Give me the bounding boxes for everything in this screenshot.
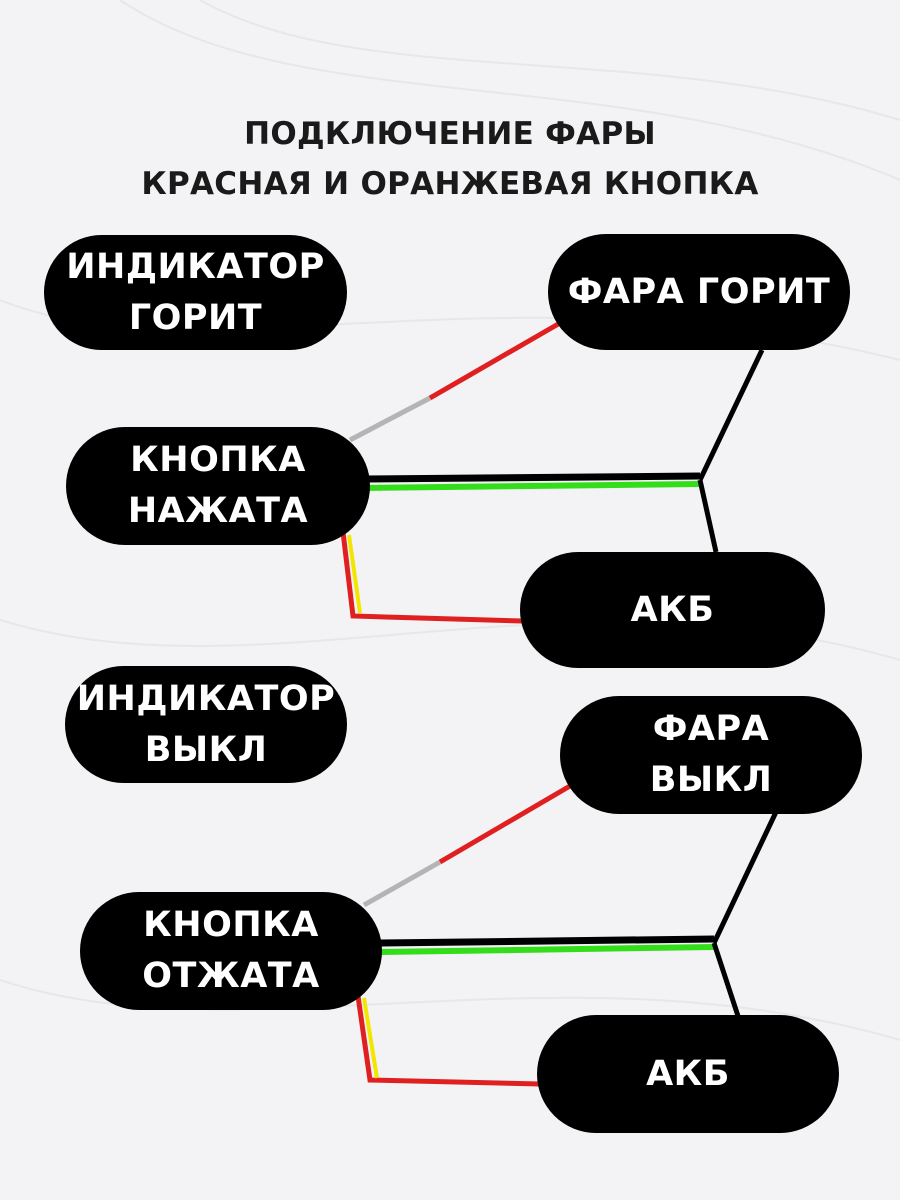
wire-gray-bottom (362, 859, 442, 908)
button-pressed-line2: НАЖАТА (127, 491, 309, 531)
wire-yellow-bottom (362, 997, 379, 1079)
indicator-on-pill: ИНДИКАТОР ГОРИТ (44, 235, 347, 350)
indicator-on-line2: ГОРИТ (128, 297, 263, 338)
wire-black-lamp-top (697, 348, 765, 482)
wire-black-lamp-bottom (711, 810, 779, 945)
indicator-on-line1: ИНДИКАТОР (66, 246, 325, 287)
wire-red-top (428, 320, 562, 401)
button-released-pill: КНОПКА ОТЖАТА (80, 892, 382, 1010)
lamp-off-line2: ВЫКЛ (649, 760, 773, 800)
wire-red-battery-bottom (355, 995, 541, 1087)
wire-yellow-top (347, 534, 362, 614)
button-pressed-line1: КНОПКА (130, 440, 306, 481)
button-released-line1: КНОПКА (143, 905, 319, 946)
battery-top-pill: АКБ (520, 552, 825, 668)
lamp-on-label: ФАРА ГОРИТ (567, 271, 831, 312)
indicator-off-pill: ИНДИКАТОР ВЫКЛ (65, 666, 347, 783)
battery-bottom-pill: АКБ (537, 1015, 839, 1133)
wire-green-bottom (379, 944, 715, 955)
lamp-on-pill: ФАРА ГОРИТ (548, 234, 850, 350)
wire-red-bottom (438, 783, 572, 865)
wire-gray-top (348, 395, 432, 443)
button-pressed-pill: КНОПКА НАЖАТА (66, 427, 370, 545)
button-released-line2: ОТЖАТА (142, 956, 320, 996)
wire-black-top (363, 472, 701, 483)
wire-green-top (363, 481, 701, 491)
wire-black-battery-bottom (711, 942, 741, 1017)
battery-bottom-label: АКБ (646, 1053, 730, 1094)
indicator-off-line2: ВЫКЛ (144, 729, 268, 770)
wire-black-battery-top (697, 479, 719, 553)
title-line-1: ПОДКЛЮЧЕНИЕ ФАРЫ (244, 116, 656, 152)
lamp-off-line1: ФАРА (652, 709, 770, 750)
battery-top-label: АКБ (630, 589, 715, 630)
wire-black-bottom (379, 935, 715, 947)
indicator-off-line1: ИНДИКАТОР (76, 678, 336, 719)
lamp-off-pill: ФАРА ВЫКЛ (560, 696, 862, 814)
wire-red-battery-top (340, 531, 523, 624)
title-line-2: КРАСНАЯ И ОРАНЖЕВАЯ КНОПКА (141, 166, 759, 202)
top-wires (340, 320, 765, 624)
bottom-wires (355, 783, 779, 1087)
